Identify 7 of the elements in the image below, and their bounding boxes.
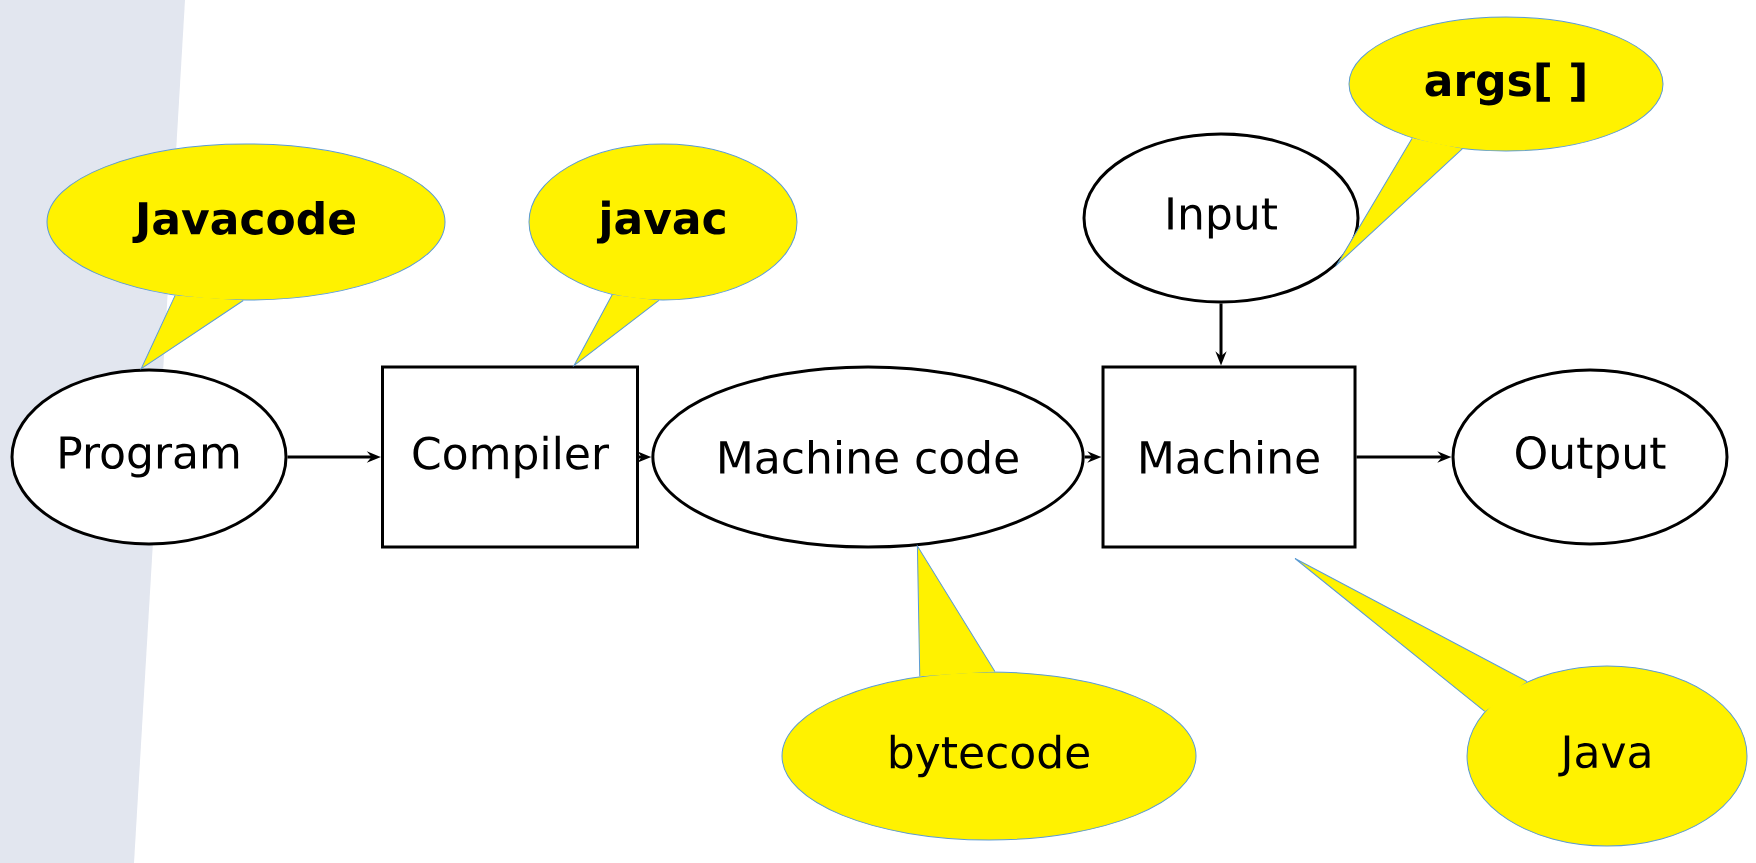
callout-bubble: bytecode [781, 545, 1197, 841]
callout-bubble: args[ ] [1336, 16, 1664, 266]
callout-bubble: Javacode [46, 143, 446, 370]
callout-bubble: Java [1294, 558, 1748, 847]
process-box: Compiler [381, 365, 639, 549]
process-box: Machine [1101, 365, 1357, 549]
callout-bubble: javac [528, 143, 798, 366]
